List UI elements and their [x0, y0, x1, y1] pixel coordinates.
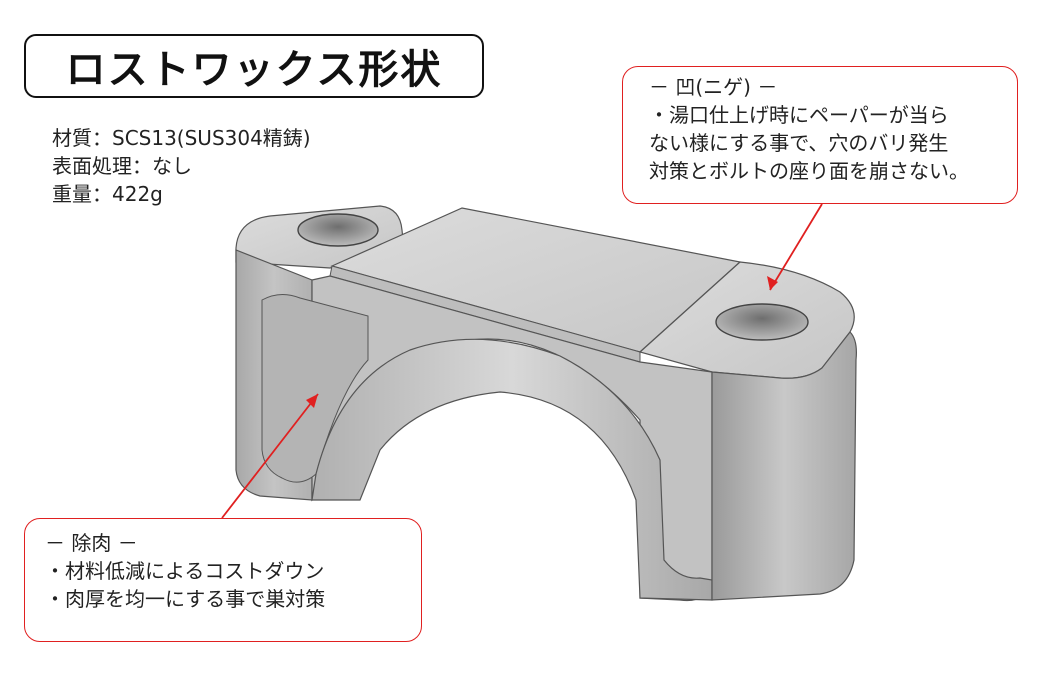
- spec-material: 材質：SCS13(SUS304精鋳): [52, 126, 311, 150]
- recess-callout-line: 対策とボルトの座り面を崩さない。: [649, 159, 969, 183]
- spec-list: 材質：SCS13(SUS304精鋳) 表面処理：なし 重量：422g: [52, 124, 311, 208]
- recess-callout-heading: － 凹(ニゲ) －: [649, 75, 778, 99]
- lightening-callout-line: ・肉厚を均一にする事で巣対策: [45, 587, 326, 611]
- lightening-arrowhead: [306, 394, 318, 408]
- page-title: ロストワックス形状: [24, 34, 484, 98]
- lightening-callout: － 除肉 － ・材料低減によるコストダウン ・肉厚を均一にする事で巣対策: [24, 518, 422, 642]
- lightening-arrow: [221, 393, 319, 519]
- recess-callout-line: ない様にする事で、穴のバリ発生: [649, 131, 949, 155]
- lightening-callout-heading: － 除肉 －: [45, 531, 138, 555]
- spec-weight: 重量：422g: [52, 182, 163, 206]
- recess-callout-line: ・湯口仕上げ時にペーパーが当ら: [649, 103, 949, 127]
- left-bolt-hole: [297, 213, 379, 247]
- right-end-side: [711, 331, 857, 601]
- spec-surface-treatment: 表面処理：なし: [52, 154, 192, 178]
- right-bolt-hole: [715, 303, 809, 341]
- arch: [311, 338, 713, 601]
- recess-callout: － 凹(ニゲ) － ・湯口仕上げ時にペーパーが当ら ない様にする事で、穴のバリ発…: [622, 66, 1018, 204]
- recess-arrow: [769, 203, 823, 291]
- recess-arrowhead: [767, 276, 778, 290]
- lightening-callout-line: ・材料低減によるコストダウン: [45, 559, 325, 583]
